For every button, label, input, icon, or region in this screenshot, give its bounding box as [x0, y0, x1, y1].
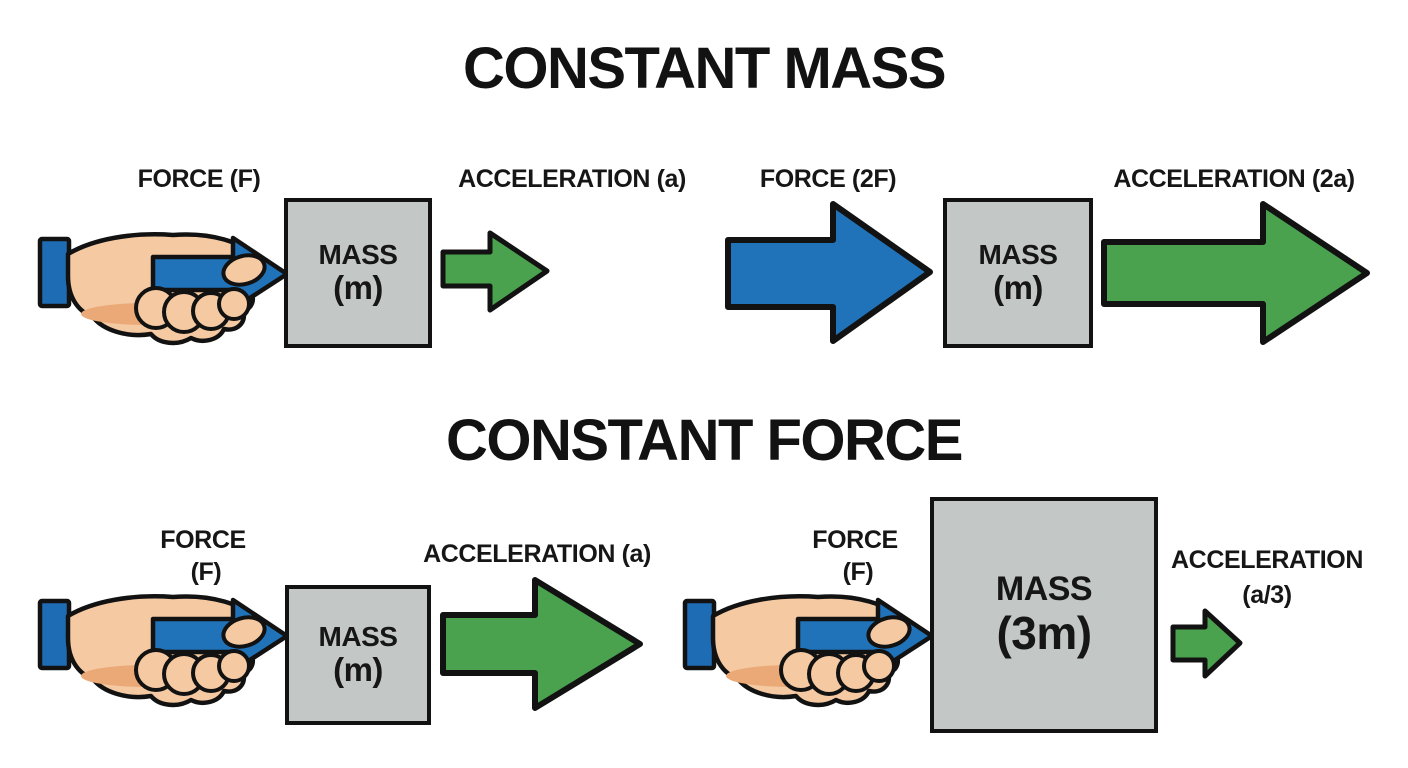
force-label-symbol: (F)	[842, 558, 874, 586]
mass-value: (m)	[993, 269, 1043, 307]
mass-box: MASS (m)	[284, 198, 432, 348]
acceleration-arrow-icon	[1170, 608, 1243, 679]
hand-push-icon	[35, 574, 293, 712]
acceleration-label-symbol: (a/3)	[1242, 581, 1292, 609]
mass-value: (m)	[333, 269, 383, 307]
force-label: FORCE	[812, 526, 898, 554]
mass-value: (3m)	[996, 607, 1092, 660]
mass-value: (m)	[333, 651, 383, 689]
mass-label: MASS	[995, 570, 1093, 609]
acceleration-arrow-icon	[440, 230, 550, 313]
acceleration-label: ACCELERATION (a)	[423, 540, 651, 568]
acceleration-label: ACCELERATION (a)	[458, 165, 686, 193]
mass-box: MASS (3m)	[930, 497, 1158, 733]
mass-label: MASS	[978, 238, 1058, 270]
acceleration-arrow-icon	[1101, 201, 1370, 345]
force-arrow-icon	[725, 201, 933, 344]
section-title-constant-force: CONSTANT FORCE	[445, 408, 964, 473]
force-label: FORCE (F)	[137, 165, 261, 193]
mass-box: MASS (m)	[285, 585, 431, 725]
force-label: FORCE (2F)	[759, 165, 897, 193]
force-label: FORCE	[160, 526, 246, 554]
hand-push-icon	[680, 574, 938, 712]
force-label-symbol: (F)	[190, 558, 222, 586]
mass-box: MASS (m)	[943, 198, 1093, 348]
mass-label: MASS	[318, 620, 398, 652]
mass-label: MASS	[318, 238, 398, 270]
acceleration-label: ACCELERATION	[1171, 546, 1363, 574]
acceleration-arrow-icon	[440, 577, 643, 711]
acceleration-label: ACCELERATION (2a)	[1113, 165, 1355, 193]
hand-push-icon	[35, 212, 293, 350]
section-title-constant-mass: CONSTANT MASS	[462, 36, 947, 101]
